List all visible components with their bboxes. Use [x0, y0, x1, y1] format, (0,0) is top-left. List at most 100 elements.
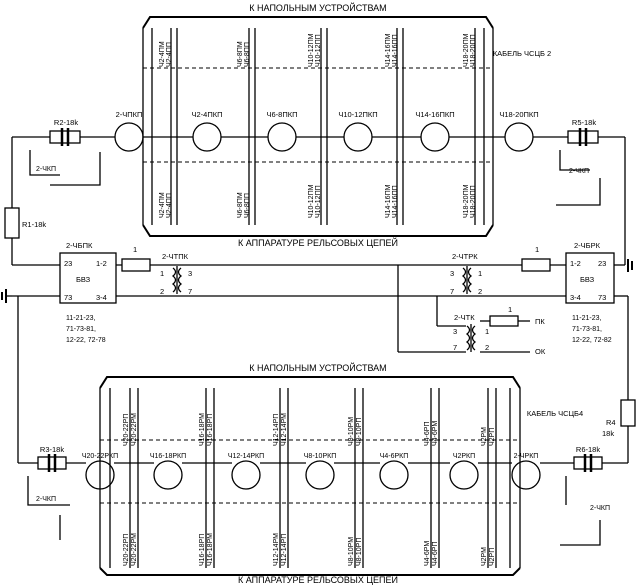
transformer-middle: 2-ЧТК 3 7 1 2 1 ПК ОК	[397, 265, 546, 356]
svg-text:Ч2РМ: Ч2РМ	[481, 427, 488, 446]
svg-text:1: 1	[485, 327, 489, 336]
r4-value: 18k	[602, 429, 614, 438]
svg-text:Ч12-14РКП: Ч12-14РКП	[228, 453, 264, 460]
circle-label: Ч2-4ПКП	[192, 110, 223, 119]
svg-text:1: 1	[478, 269, 482, 278]
r6-resistor: R6-18k	[573, 445, 603, 472]
lamp-circle	[420, 122, 450, 152]
top-lower-bracket	[142, 224, 494, 237]
lamp-circle	[449, 460, 479, 490]
r1-label: R1-18k	[22, 220, 46, 229]
svg-text:Ч4-6РМ: Ч4-6РМ	[424, 541, 431, 566]
top-leads-top: Ч2-4ПМ Ч2-4ПП Ч6-8ПМ Ч6-8ПП Ч10-12ПМ Ч10…	[159, 33, 477, 67]
lead-label: Ч14-16ПМ	[385, 184, 392, 218]
svg-text:2-ЧТРК: 2-ЧТРК	[452, 252, 478, 261]
circle-label: Ч6-8ПКП	[267, 110, 298, 119]
svg-text:23: 23	[598, 259, 606, 268]
svg-text:71-73-81,: 71-73-81,	[66, 326, 96, 333]
svg-text:Ч4-6РКП: Ч4-6РКП	[380, 453, 409, 460]
lamp-circle	[85, 460, 115, 490]
jumper-left-top-b	[50, 152, 101, 186]
bottom-bus-lines	[99, 388, 521, 568]
transformer-right: 2-ЧТРК 3 7 1 2	[450, 252, 482, 296]
top-wire-pairs	[170, 28, 476, 225]
svg-text:3: 3	[450, 269, 454, 278]
svg-text:23: 23	[64, 259, 72, 268]
lead-label: Ч10-12ПМ	[308, 33, 315, 67]
jumper-left-label: 2-ЧКП	[36, 166, 56, 173]
svg-text:1: 1	[133, 245, 137, 254]
svg-text:3-4: 3-4	[570, 293, 581, 302]
svg-text:Ч16-18РКП: Ч16-18РКП	[150, 453, 186, 460]
lamp-circle	[379, 460, 409, 490]
svg-text:Ч16-18РМ: Ч16-18РМ	[207, 533, 214, 566]
jumper-bottom-left	[27, 476, 70, 506]
svg-text:ОК: ОК	[535, 347, 546, 356]
bottom-circle-labels: Ч20-22РКП Ч16-18РКП Ч12-14РКП Ч8-10РКП Ч…	[82, 453, 539, 460]
svg-text:Ч8-10РП: Ч8-10РП	[356, 418, 363, 446]
lead-label: Ч6-8ПМ	[237, 192, 244, 218]
svg-text:Ч2РМ: Ч2РМ	[481, 547, 488, 566]
r5-label: R5-18k	[572, 118, 596, 127]
lamp-circle	[343, 122, 373, 152]
bottom-cable-label: КАБЕЛЬ ЧСЦБ4	[527, 409, 583, 418]
lead-label: Ч6-8ПМ	[237, 41, 244, 67]
svg-text:2: 2	[478, 287, 482, 296]
lamp-circle	[305, 460, 335, 490]
svg-text:Ч16-18РП: Ч16-18РП	[207, 414, 214, 446]
lamp-circle	[231, 460, 261, 490]
bottom-leads-top: Ч20-22РП Ч20-22РМ Ч16-18РМ Ч16-18РП Ч12-…	[123, 413, 496, 446]
lead-label: Ч2-4ПМ	[159, 41, 166, 67]
fuse-right: 1	[521, 245, 551, 272]
svg-text:12-22, 72-82: 12-22, 72-82	[572, 337, 612, 344]
top-bottom-title: К АППАРАТУРЕ РЕЛЬСОВЫХ ЦЕПЕЙ	[238, 237, 398, 248]
top-bus-lines	[142, 28, 494, 225]
svg-text:1-2: 1-2	[570, 259, 581, 268]
lead-label: Ч14-16ПМ	[385, 33, 392, 67]
bottom-bottom-title: К АППАРАТУРЕ РЕЛЬСОВЫХ ЦЕПЕЙ	[238, 574, 398, 585]
svg-text:73: 73	[64, 293, 72, 302]
svg-text:2-ЧРКП: 2-ЧРКП	[514, 453, 539, 460]
svg-text:1: 1	[535, 245, 539, 254]
jumper-bottom-right-b	[560, 520, 601, 546]
left-block-title: 2-ЧБПК	[66, 241, 93, 250]
jumper-left-top	[29, 150, 60, 176]
svg-text:12-22, 72-78: 12-22, 72-78	[66, 337, 106, 344]
circle-label: Ч10-12ПКП	[338, 110, 377, 119]
bottom-lower-bracket	[99, 567, 521, 576]
lead-label: Ч14-16ПП	[392, 185, 399, 218]
lead-label: Ч10-12ПП	[315, 34, 322, 67]
svg-text:1: 1	[160, 269, 164, 278]
svg-text:БВЗ: БВЗ	[76, 275, 91, 284]
fuse-left: 1	[121, 245, 151, 272]
circle-label: Ч14-16ПКП	[415, 110, 454, 119]
jumper-right-top	[559, 150, 590, 171]
lamp-circle	[267, 122, 297, 152]
svg-text:Ч2РП: Ч2РП	[489, 548, 496, 566]
r4-label: R4	[606, 418, 616, 427]
lead-label: Ч18-20ПМ	[463, 33, 470, 67]
svg-text:Ч2РКП: Ч2РКП	[453, 453, 475, 460]
svg-text:Ч20-22РМ: Ч20-22РМ	[131, 533, 138, 566]
svg-text:Ч20-22РКП: Ч20-22РКП	[82, 453, 118, 460]
svg-text:R3-18k: R3-18k	[40, 445, 64, 454]
svg-text:Ч12-14РМ: Ч12-14РМ	[273, 533, 280, 566]
circle-label: Ч18-20ПКП	[499, 110, 538, 119]
svg-text:11-21-23,: 11-21-23,	[572, 315, 602, 322]
top-title: К НАПОЛЬНЫМ УСТРОЙСТВАМ	[249, 2, 386, 13]
bottom-bracket	[99, 376, 521, 389]
transformer-left: 2-ЧТПК 1 2 3 7	[160, 252, 192, 296]
svg-text:3: 3	[188, 269, 192, 278]
lamp-circle	[153, 460, 183, 490]
circle-label: 2-ЧПКП	[116, 110, 143, 119]
lead-label: Ч10-12ПМ	[308, 184, 315, 218]
lamp-circle	[511, 460, 541, 490]
lead-label: Ч10-12ПП	[315, 185, 322, 218]
svg-text:Ч20-22РП: Ч20-22РП	[123, 534, 130, 566]
svg-text:Ч20-22РМ: Ч20-22РМ	[131, 413, 138, 446]
jumper-right-label: 2-ЧКП	[569, 168, 589, 175]
svg-text:7: 7	[188, 287, 192, 296]
jumper-right-top-b	[556, 178, 601, 206]
r5-resistor: R5-18k	[567, 118, 599, 146]
svg-text:3: 3	[453, 327, 457, 336]
